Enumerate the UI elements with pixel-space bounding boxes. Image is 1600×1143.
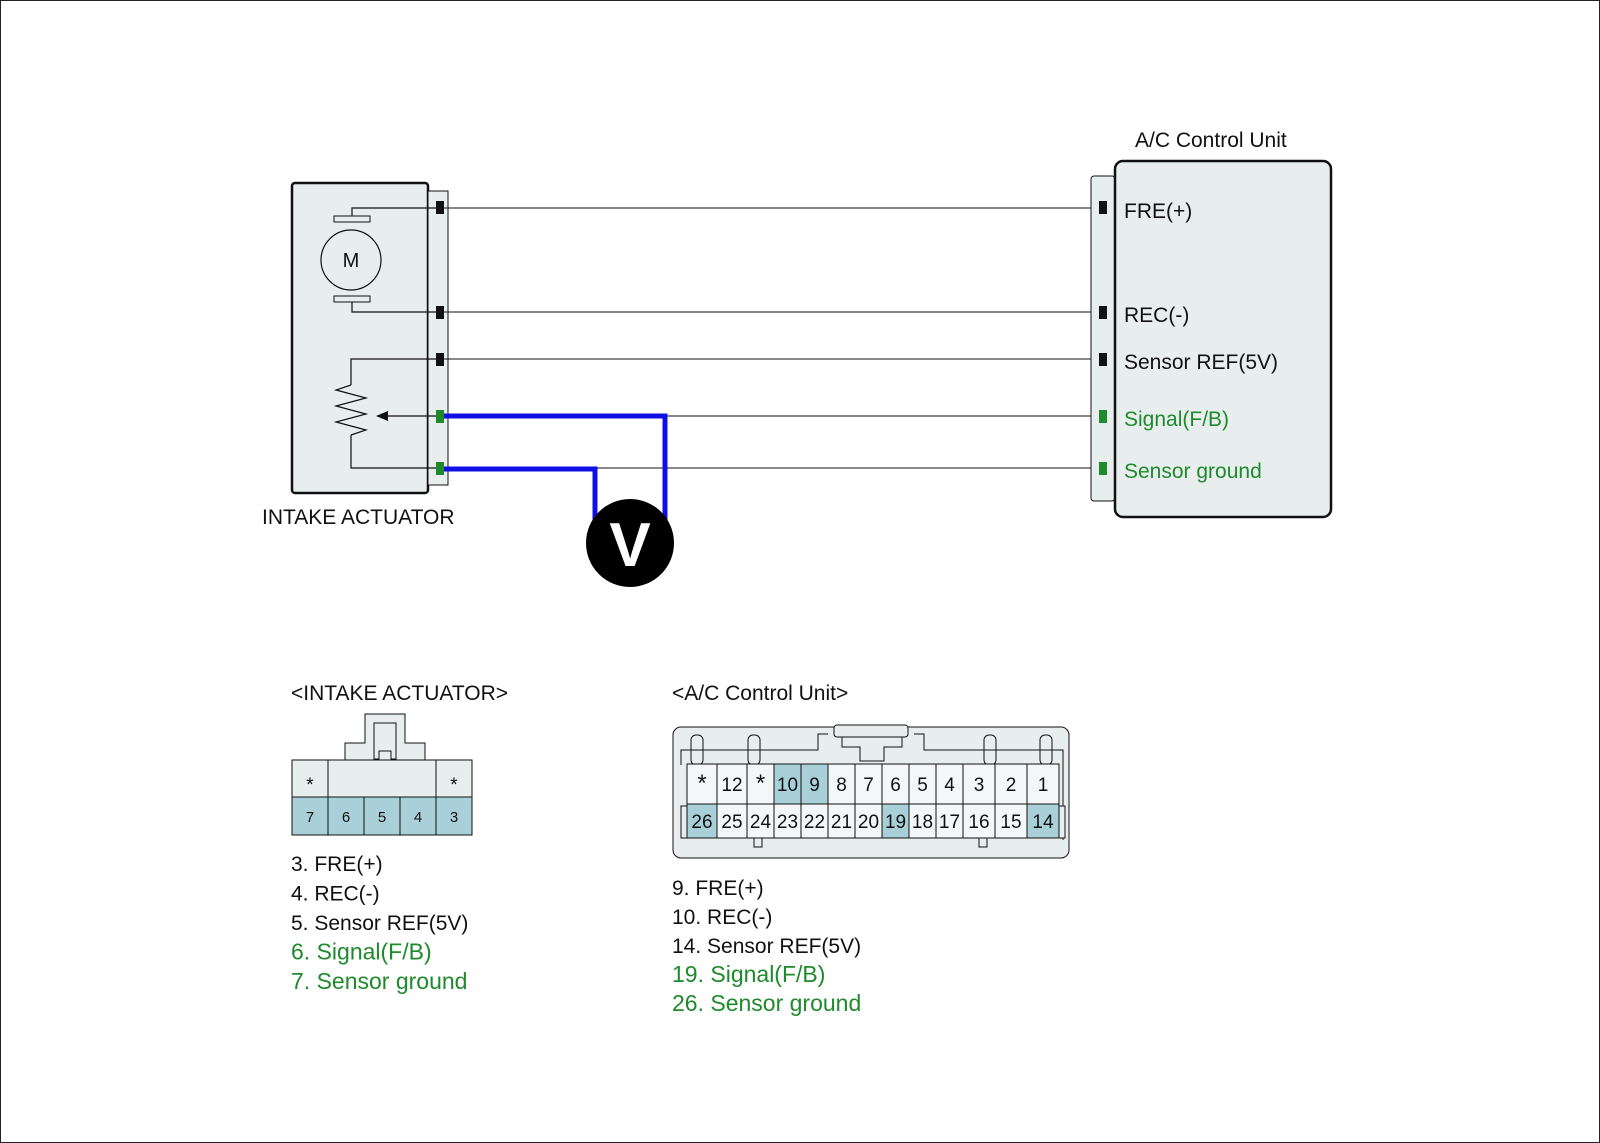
acu-pin-number: *: [697, 770, 706, 797]
acu-pin-cell: [773, 763, 802, 805]
actuator-connector-strip: [427, 190, 449, 486]
acu-legend-item: 14. Sensor REF(5V): [672, 935, 861, 958]
actuator-body: [290, 181, 430, 495]
probe-wires: [444, 413, 668, 520]
actuator-legend-item: 4. REC(-): [291, 883, 380, 906]
acu-pin-cell: [962, 763, 996, 805]
acu-legend-item: 26. Sensor ground: [672, 990, 861, 1016]
cu-pin-sensor-ref: Sensor REF(5V): [1124, 351, 1278, 374]
voltmeter-icon: V: [586, 499, 674, 587]
acu-pin-number: 22: [804, 812, 825, 833]
wiper-arrow-icon: [376, 411, 388, 421]
acu-pin-number: 15: [1000, 812, 1021, 833]
acu-pin-number: 5: [917, 775, 928, 796]
acu-pin-number: 26: [691, 812, 712, 833]
actuator-pin-number: 4: [414, 809, 422, 826]
motor-icon: [320, 229, 382, 291]
actuator-pin-number: 6: [342, 809, 350, 826]
acu-pin-number: 19: [885, 812, 906, 833]
control-unit-title: A/C Control Unit: [1135, 129, 1287, 152]
acu-legend-item: 19. Signal(F/B): [672, 961, 825, 987]
acu-pin-number: 24: [750, 812, 772, 833]
acu-connector-header: <A/C Control Unit>: [672, 682, 848, 705]
acu-pin-cell: [935, 803, 964, 839]
actuator-pin-cell: [291, 796, 329, 836]
acu-pin-number: 9: [809, 775, 820, 796]
actuator-pin-number: 5: [378, 809, 386, 826]
cu-pin-fre: FRE(+): [1124, 200, 1192, 223]
acu-pin-number: 14: [1032, 812, 1054, 833]
acu-pin-number: 25: [721, 812, 742, 833]
acu-pin-number: 1: [1038, 775, 1049, 796]
actuator-legend-item: 3. FRE(+): [291, 853, 383, 876]
acu-pin-cell: [686, 803, 718, 839]
wires: [444, 207, 1100, 469]
actuator-pin-cell: [435, 796, 473, 836]
cu-pin-rec: REC(-): [1124, 304, 1189, 327]
actuator-pin-number: 3: [450, 809, 458, 826]
actuator-connector-header: <INTAKE ACTUATOR>: [291, 682, 508, 705]
acu-pin-number: 2: [1006, 775, 1017, 796]
control-unit-connector-strip: [1090, 175, 1116, 502]
acu-pin-number: 23: [777, 812, 798, 833]
actuator-legend-item: 5. Sensor REF(5V): [291, 912, 468, 935]
acu-pin-number: *: [756, 770, 765, 797]
acu-pin-number: 18: [912, 812, 933, 833]
actuator-pin-cell: [327, 796, 365, 836]
ac-control-unit: A/C Control Unit FRE(+) REC(-) Sensor RE…: [1090, 129, 1333, 519]
acu-pin-cell: [827, 763, 856, 805]
acu-pin-number: 6: [890, 775, 901, 796]
intake-actuator: M INTAKE ACTUATOR: [262, 181, 455, 529]
acu-pin-number: 12: [721, 775, 742, 796]
acu-pin-number: 3: [974, 775, 985, 796]
acu-pin-number: 16: [968, 812, 989, 833]
potentiometer-icon: [333, 384, 369, 436]
acu-pin-number: 4: [944, 775, 955, 796]
acu-pin-number: 20: [858, 812, 879, 833]
cu-pin-sensor-ground: Sensor ground: [1124, 460, 1262, 483]
actuator-legend-item: 6. Signal(F/B): [291, 939, 432, 965]
acu-legend-item: 9. FRE(+): [672, 877, 764, 900]
motor-label: M: [343, 250, 360, 272]
actuator-pin-cell: [363, 796, 401, 836]
actuator-connector-view: <INTAKE ACTUATOR> 7 6 5 4 3 * * 3. FRE(+) 4. …: [291, 682, 508, 994]
actuator-title: INTAKE ACTUATOR: [262, 506, 455, 529]
acu-pin-number: 17: [939, 812, 960, 833]
acu-pin-number: 8: [836, 775, 847, 796]
acu-pin-cell: [935, 763, 964, 805]
voltmeter-symbol: V: [609, 511, 650, 580]
cu-pin-signal: Signal(F/B): [1124, 408, 1229, 431]
actuator-legend-item: 7. Sensor ground: [291, 968, 467, 994]
actuator-pin-cell: [399, 796, 437, 836]
acu-pin-cell: [854, 763, 883, 805]
acu-pin-cell: [716, 803, 748, 839]
acu-pin-number: 7: [863, 775, 874, 796]
acu-pin-cell: [1026, 803, 1060, 839]
acu-pin-number: 10: [777, 775, 798, 796]
actuator-pin-number: 7: [306, 809, 314, 826]
acu-pin-cell: [994, 803, 1028, 839]
acu-pin-cell: [827, 803, 856, 839]
acu-pin-cell: [962, 803, 996, 839]
control-unit-body: [1113, 159, 1333, 519]
acu-pin-number: 21: [831, 812, 852, 833]
actuator-top-mark-left: *: [306, 775, 314, 796]
acu-pin-cell: [686, 763, 718, 805]
actuator-top-mark-right: *: [450, 775, 458, 796]
acu-legend-item: 10. REC(-): [672, 906, 772, 929]
